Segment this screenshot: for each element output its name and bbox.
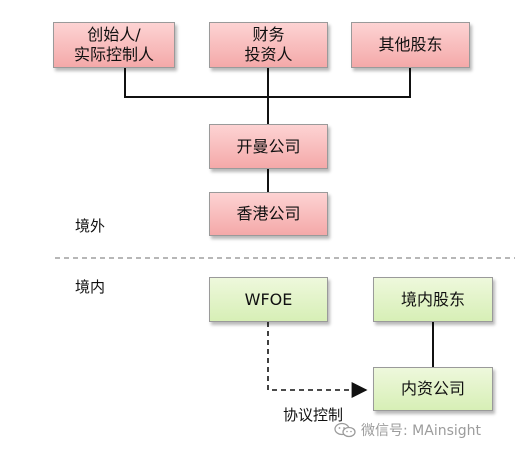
node-other-shareholders: 其他股东 [351,22,470,68]
wechat-icon [334,422,356,438]
watermark: 微信号: MAinsight [334,420,481,440]
node-hk-company-label: 香港公司 [236,204,301,223]
node-cayman-company-label: 开曼公司 [236,136,301,156]
node-financial-investor: 财务 投资人 [209,22,328,68]
node-domestic-shareholders: 境内股东 [373,277,493,322]
node-other-shareholders-label: 其他股东 [378,35,443,54]
node-cayman-company: 开曼公司 [209,124,328,169]
node-domestic-shareholders-label: 境内股东 [400,289,465,309]
node-founder-label: 创始人/ 实际控制人 [73,25,154,64]
node-wfoe: WFOE [209,277,328,322]
node-hk-company: 香港公司 [209,192,328,236]
agreement-control-arrow [267,322,368,398]
agreement-control-label: 协议控制 [283,406,344,424]
node-domestic-company: 内资公司 [373,367,493,411]
node-domestic-company-label: 内资公司 [400,379,465,398]
region-label-onshore: 境内 [75,278,106,296]
node-founder: 创始人/ 实际控制人 [53,22,175,68]
node-financial-investor-label: 财务 投资人 [244,25,293,64]
region-label-offshore: 境外 [75,217,106,235]
node-wfoe-label: WFOE [244,289,293,309]
watermark-text: 微信号: MAinsight [361,423,482,439]
